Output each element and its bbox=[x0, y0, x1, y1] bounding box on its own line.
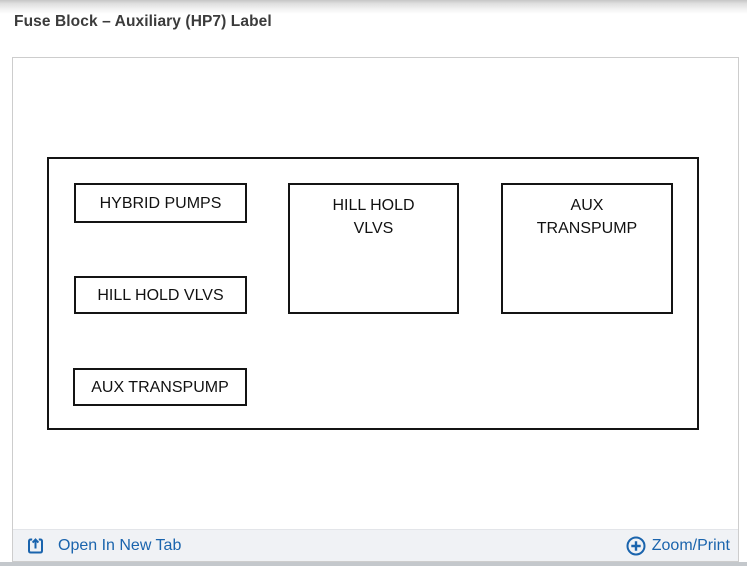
fuse-block-outline: HYBRID PUMPS HILL HOLD VLVS AUX TRANSPUM… bbox=[47, 157, 699, 430]
zoom-print-link[interactable]: Zoom/Print bbox=[625, 535, 730, 557]
bottom-border-bar bbox=[0, 562, 747, 566]
open-in-new-tab-link[interactable]: Open In New Tab bbox=[26, 536, 181, 556]
fuse-box-label: AUX bbox=[570, 197, 604, 214]
fuse-box-label: TRANSPUMP bbox=[536, 220, 638, 237]
zoom-plus-icon bbox=[625, 535, 647, 557]
open-in-new-tab-icon bbox=[26, 536, 46, 556]
fuse-box-label: HILL HOLD VLVS bbox=[97, 286, 224, 304]
viewer-footer: Open In New Tab Zoom/Print bbox=[13, 529, 738, 561]
fuse-box-aux-transpump-bottom: AUX TRANSPUMP bbox=[73, 368, 247, 406]
zoom-print-label: Zoom/Print bbox=[651, 536, 730, 554]
fuse-box-hybrid-pumps: HYBRID PUMPS bbox=[74, 183, 247, 223]
diagram-panel: HYBRID PUMPS HILL HOLD VLVS AUX TRANSPUM… bbox=[12, 57, 739, 562]
top-gradient-bar bbox=[0, 0, 747, 14]
fuse-box-label: VLVS bbox=[353, 220, 394, 237]
fuse-box-label: AUX TRANSPUMP bbox=[91, 378, 229, 396]
fuse-box-label: HYBRID PUMPS bbox=[99, 194, 222, 212]
fuse-box-hill-hold-vlvs-left: HILL HOLD VLVS bbox=[74, 276, 247, 314]
fuse-box-label: HILL HOLD bbox=[332, 197, 415, 214]
page-title: Fuse Block – Auxiliary (HP7) Label bbox=[14, 13, 272, 30]
fuse-box-aux-transpump-right: AUX TRANSPUMP bbox=[501, 183, 673, 314]
open-in-new-tab-label: Open In New Tab bbox=[58, 536, 182, 554]
fuse-box-hill-hold-vlvs-center: HILL HOLD VLVS bbox=[288, 183, 459, 314]
